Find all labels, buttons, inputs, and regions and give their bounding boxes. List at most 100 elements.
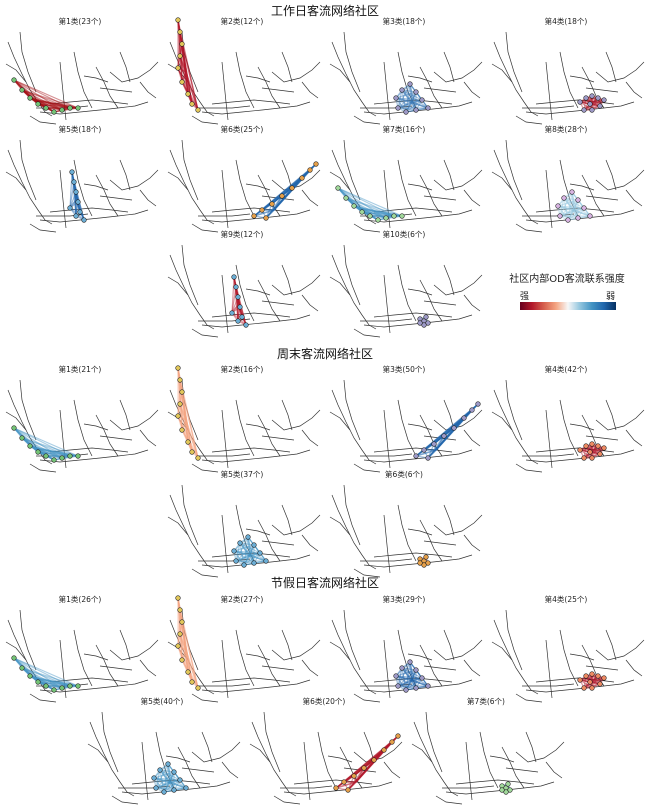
metro-line — [353, 223, 381, 233]
metro-line — [281, 159, 293, 191]
station-node — [19, 87, 25, 93]
community-map-panel: 第3类(50个) — [324, 360, 484, 475]
od-flow-line — [335, 735, 399, 789]
metro-line — [433, 514, 483, 536]
metro-line — [383, 61, 391, 121]
metro-line — [271, 169, 321, 191]
metro-line — [407, 528, 433, 536]
station-node — [597, 451, 603, 457]
metro-line — [139, 81, 157, 99]
station-node — [11, 425, 17, 431]
metro-line — [109, 639, 159, 661]
metro-line — [39, 449, 149, 463]
community-map-panel: 第3类(29个) — [324, 590, 484, 705]
od-flow-line — [69, 181, 75, 209]
community-map-panel: 第4类(25个) — [486, 590, 646, 705]
station-node — [425, 683, 431, 689]
station-node — [251, 560, 257, 566]
metro-line — [169, 494, 215, 570]
station-node — [399, 87, 405, 93]
od-flow-line — [397, 669, 417, 687]
station-node — [175, 595, 181, 601]
metro-line — [293, 779, 373, 785]
metro-line — [525, 209, 635, 223]
od-flow-line — [401, 667, 429, 687]
od-flow-line — [337, 187, 403, 217]
station-node — [583, 673, 589, 679]
metro-line — [201, 679, 311, 693]
station-node — [289, 185, 295, 191]
metro-line — [605, 629, 617, 661]
station-node — [581, 455, 587, 461]
station-node — [263, 558, 269, 564]
station-node — [371, 757, 377, 763]
metro-line — [73, 399, 93, 457]
station-node — [185, 439, 191, 445]
od-flow-line — [335, 767, 365, 789]
metro-line — [19, 139, 37, 201]
metro-line — [139, 429, 157, 447]
od-flow-line — [69, 191, 77, 209]
station-node — [351, 203, 357, 209]
station-node — [413, 107, 419, 113]
metro-line — [5, 641, 27, 661]
metro-line — [491, 411, 513, 431]
od-flow-line — [179, 633, 187, 651]
metro-line — [273, 795, 301, 805]
station-node — [589, 107, 595, 113]
station-node — [413, 667, 419, 673]
station-node — [475, 401, 481, 407]
metro-line — [181, 244, 199, 306]
station-node — [177, 29, 183, 35]
od-flow-line — [21, 89, 63, 111]
metro-line — [301, 189, 319, 207]
od-flow-line — [13, 657, 71, 687]
metro-line — [329, 641, 351, 661]
od-flow-line — [395, 97, 407, 113]
od-flow-line — [559, 191, 573, 217]
station-node — [73, 213, 79, 219]
community-map-panel: 第10类(6个) — [324, 225, 484, 340]
od-flow-line — [177, 645, 193, 683]
metro-line — [407, 288, 433, 296]
metro-line — [522, 683, 575, 687]
metro-line — [191, 463, 219, 473]
metro-line — [363, 731, 375, 763]
metro-line — [443, 51, 455, 83]
metro-line — [331, 619, 377, 695]
station-node — [565, 217, 571, 223]
od-flow-line — [181, 621, 187, 651]
metro-line — [235, 399, 255, 457]
metro-line — [281, 399, 293, 431]
community-map — [167, 139, 321, 233]
metro-line — [49, 677, 129, 683]
community-map — [491, 139, 645, 233]
metro-line — [535, 207, 615, 213]
station-node — [67, 105, 73, 111]
metro-line — [261, 87, 295, 93]
metro-line — [111, 795, 139, 805]
metro-line — [211, 552, 291, 558]
od-flow-line — [253, 209, 275, 217]
community-label: 第7类(16个) — [382, 125, 426, 134]
od-flow-line — [13, 427, 79, 457]
station-node — [407, 659, 413, 665]
metro-line — [545, 639, 553, 699]
metro-line — [251, 721, 297, 797]
od-flow-line — [563, 197, 575, 211]
station-node — [231, 274, 237, 280]
od-flow-line — [243, 536, 249, 566]
station-node — [361, 765, 367, 771]
metro-line — [343, 31, 361, 93]
community-map — [329, 31, 483, 125]
metro-line — [19, 31, 37, 93]
od-flow-line — [409, 83, 413, 103]
metro-line — [118, 785, 171, 789]
station-node — [237, 540, 243, 546]
metro-line — [569, 423, 595, 431]
metro-line — [515, 223, 543, 233]
metro-line — [329, 276, 351, 296]
station-node — [179, 619, 185, 625]
station-node — [601, 675, 607, 681]
station-node — [407, 81, 413, 87]
